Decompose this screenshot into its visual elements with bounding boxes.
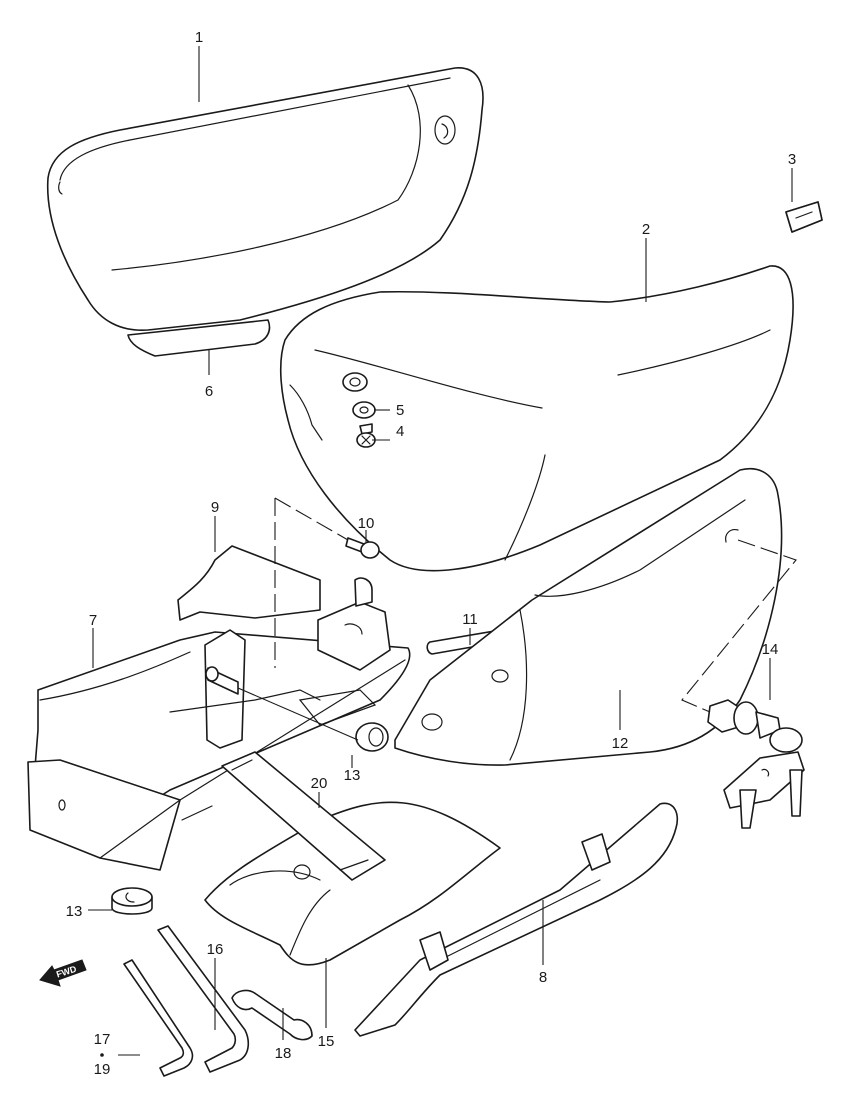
part-hex-keys <box>123 925 250 1077</box>
callout-3: 3 <box>788 151 796 168</box>
part-grommet-upper <box>355 722 389 752</box>
callout-13-upper: 13 <box>344 767 361 784</box>
callout-numbers: 1 2 3 4 5 6 7 8 9 10 11 12 13 13 14 15 1… <box>66 29 797 1078</box>
callout-6: 6 <box>205 383 213 400</box>
callout-17-19-dot <box>100 1053 104 1057</box>
callout-2: 2 <box>642 221 650 238</box>
part-spanner <box>231 989 313 1041</box>
part-undertray <box>354 802 679 1037</box>
callout-1: 1 <box>195 29 203 46</box>
callout-8: 8 <box>539 969 547 986</box>
part-tool-bag <box>204 801 501 966</box>
callout-17: 17 <box>94 1031 111 1048</box>
callout-16: 16 <box>207 941 224 958</box>
part-bolt <box>345 537 380 559</box>
callout-4: 4 <box>396 423 404 440</box>
callout-20: 20 <box>311 775 328 792</box>
callout-12: 12 <box>612 735 629 752</box>
fwd-arrow-icon: FWD <box>39 959 87 987</box>
part-tail-cover <box>394 468 783 766</box>
part-pad <box>785 201 823 233</box>
part-side-cover <box>46 67 484 357</box>
callout-14: 14 <box>762 641 779 658</box>
part-seat <box>279 265 794 572</box>
callout-18: 18 <box>275 1045 292 1062</box>
callout-15: 15 <box>318 1033 335 1050</box>
callout-9: 9 <box>211 499 219 516</box>
callout-7: 7 <box>89 612 97 629</box>
callout-19: 19 <box>94 1061 111 1078</box>
part-strap <box>221 751 386 881</box>
callout-13-lower: 13 <box>66 903 83 920</box>
part-tray-assembly <box>27 545 411 871</box>
part-grommet-lower <box>111 887 153 915</box>
callout-10: 10 <box>358 515 375 532</box>
part-lock-set <box>707 699 805 829</box>
leader-lines <box>88 46 797 1056</box>
callout-11: 11 <box>462 611 478 628</box>
callout-5: 5 <box>396 402 404 419</box>
